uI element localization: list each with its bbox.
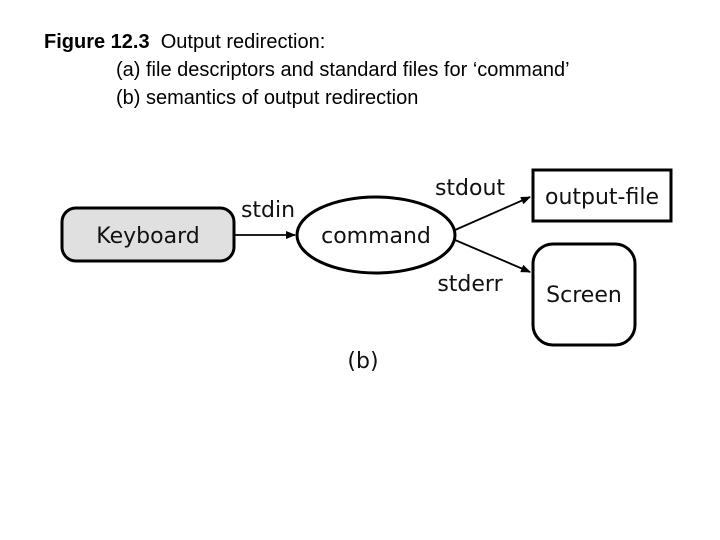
command-node: command xyxy=(295,195,457,275)
stdout-edge: stdout xyxy=(435,176,531,231)
stdin-label: stdin xyxy=(241,198,295,223)
caption-title: Output redirection: xyxy=(160,31,326,53)
stderr-edge: stderr xyxy=(437,239,531,297)
stdin-edge: stdin xyxy=(235,198,296,239)
keyboard-node: Keyboard xyxy=(60,206,236,263)
output-file-node: output-file xyxy=(531,168,673,223)
screen-node: Screen xyxy=(531,242,637,347)
screen-label: Screen xyxy=(546,283,622,308)
stderr-label: stderr xyxy=(437,272,503,297)
keyboard-label: Keyboard xyxy=(96,224,199,249)
stdout-label: stdout xyxy=(435,176,505,201)
figure-caption: Figure 12.3 Output redirection: (a) file… xyxy=(44,28,570,112)
figure-number: Figure 12.3 xyxy=(44,31,150,53)
stdout-arrow xyxy=(454,196,531,231)
caption-line-a: (a) file descriptors and standard files … xyxy=(116,59,570,81)
stderr-arrow xyxy=(454,239,531,273)
output-file-label: output-file xyxy=(545,185,659,210)
command-label: command xyxy=(321,224,431,249)
diagram-sub-label: (b) xyxy=(347,349,378,374)
caption-line-b: (b) semantics of output redirection xyxy=(116,87,419,109)
caption-title-line: Figure 12.3 Output redirection: xyxy=(44,28,570,56)
